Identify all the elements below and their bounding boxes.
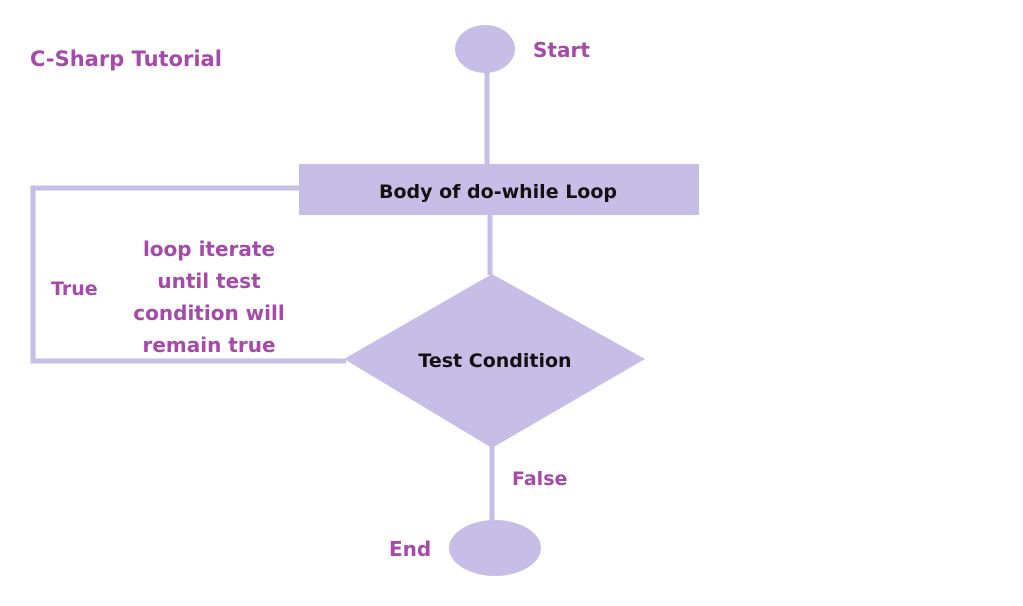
loop-note-line-4: remain true bbox=[142, 333, 275, 357]
loop-note-line-1: loop iterate bbox=[143, 237, 275, 261]
loop-note-line-2: until test bbox=[157, 269, 261, 293]
loop-body-box bbox=[299, 164, 699, 215]
false-label: False bbox=[512, 468, 567, 490]
start-node bbox=[455, 25, 515, 73]
true-label: True bbox=[51, 278, 98, 300]
test-condition-diamond bbox=[344, 274, 645, 448]
loop-body-label: Body of do-while Loop bbox=[379, 181, 617, 203]
start-label: Start bbox=[533, 38, 590, 62]
page-title: C-Sharp Tutorial bbox=[30, 47, 222, 71]
test-condition-label: Test Condition bbox=[418, 350, 571, 372]
end-node bbox=[449, 520, 541, 576]
loop-back-connector bbox=[30, 185, 346, 364]
end-label: End bbox=[389, 537, 431, 561]
loop-note-line-3: condition will bbox=[133, 301, 284, 325]
